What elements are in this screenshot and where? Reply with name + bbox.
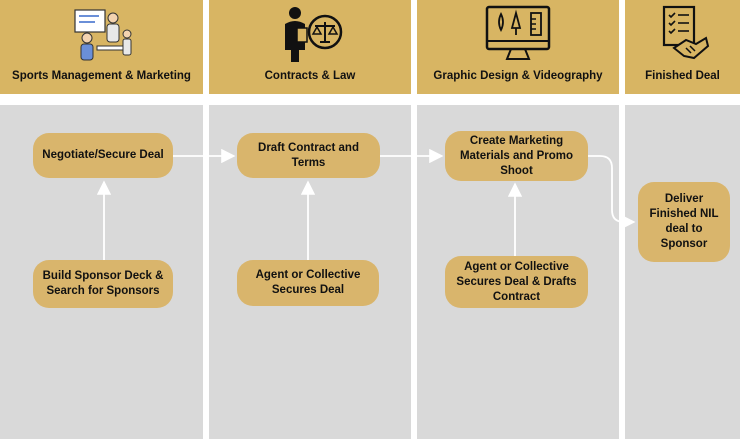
node-draft-contract: Draft Contract and Terms bbox=[237, 133, 380, 178]
header-title: Finished Deal bbox=[645, 70, 720, 82]
header-graphic-design: Graphic Design & Videography bbox=[417, 0, 619, 94]
node-build-sponsor-deck: Build Sponsor Deck & Search for Sponsors bbox=[33, 260, 173, 308]
design-monitor-icon bbox=[485, 5, 551, 60]
header-sports-management: Sports Management & Marketing bbox=[0, 0, 203, 94]
header-finished-deal: Finished Deal bbox=[625, 0, 740, 94]
header-contracts-law: Contracts & Law bbox=[209, 0, 411, 94]
node-agent-secures-deal: Agent or Collective Secures Deal bbox=[237, 260, 379, 306]
node-create-marketing-materials: Create Marketing Materials and Promo Sho… bbox=[445, 131, 588, 181]
node-negotiate-secure-deal: Negotiate/Secure Deal bbox=[33, 133, 173, 178]
team-meeting-icon bbox=[73, 9, 131, 61]
header-title: Graphic Design & Videography bbox=[433, 70, 603, 82]
header-title: Sports Management & Marketing bbox=[12, 70, 191, 82]
header-title: Contracts & Law bbox=[264, 70, 356, 82]
node-deliver-finished-deal: Deliver Finished NIL deal to Sponsor bbox=[638, 182, 730, 262]
lawyer-scales-icon bbox=[285, 7, 343, 62]
handshake-contract-icon bbox=[662, 5, 709, 60]
column-finished-deal bbox=[625, 105, 740, 439]
node-agent-secures-drafts-contract: Agent or Collective Secures Deal & Draft… bbox=[445, 256, 588, 308]
